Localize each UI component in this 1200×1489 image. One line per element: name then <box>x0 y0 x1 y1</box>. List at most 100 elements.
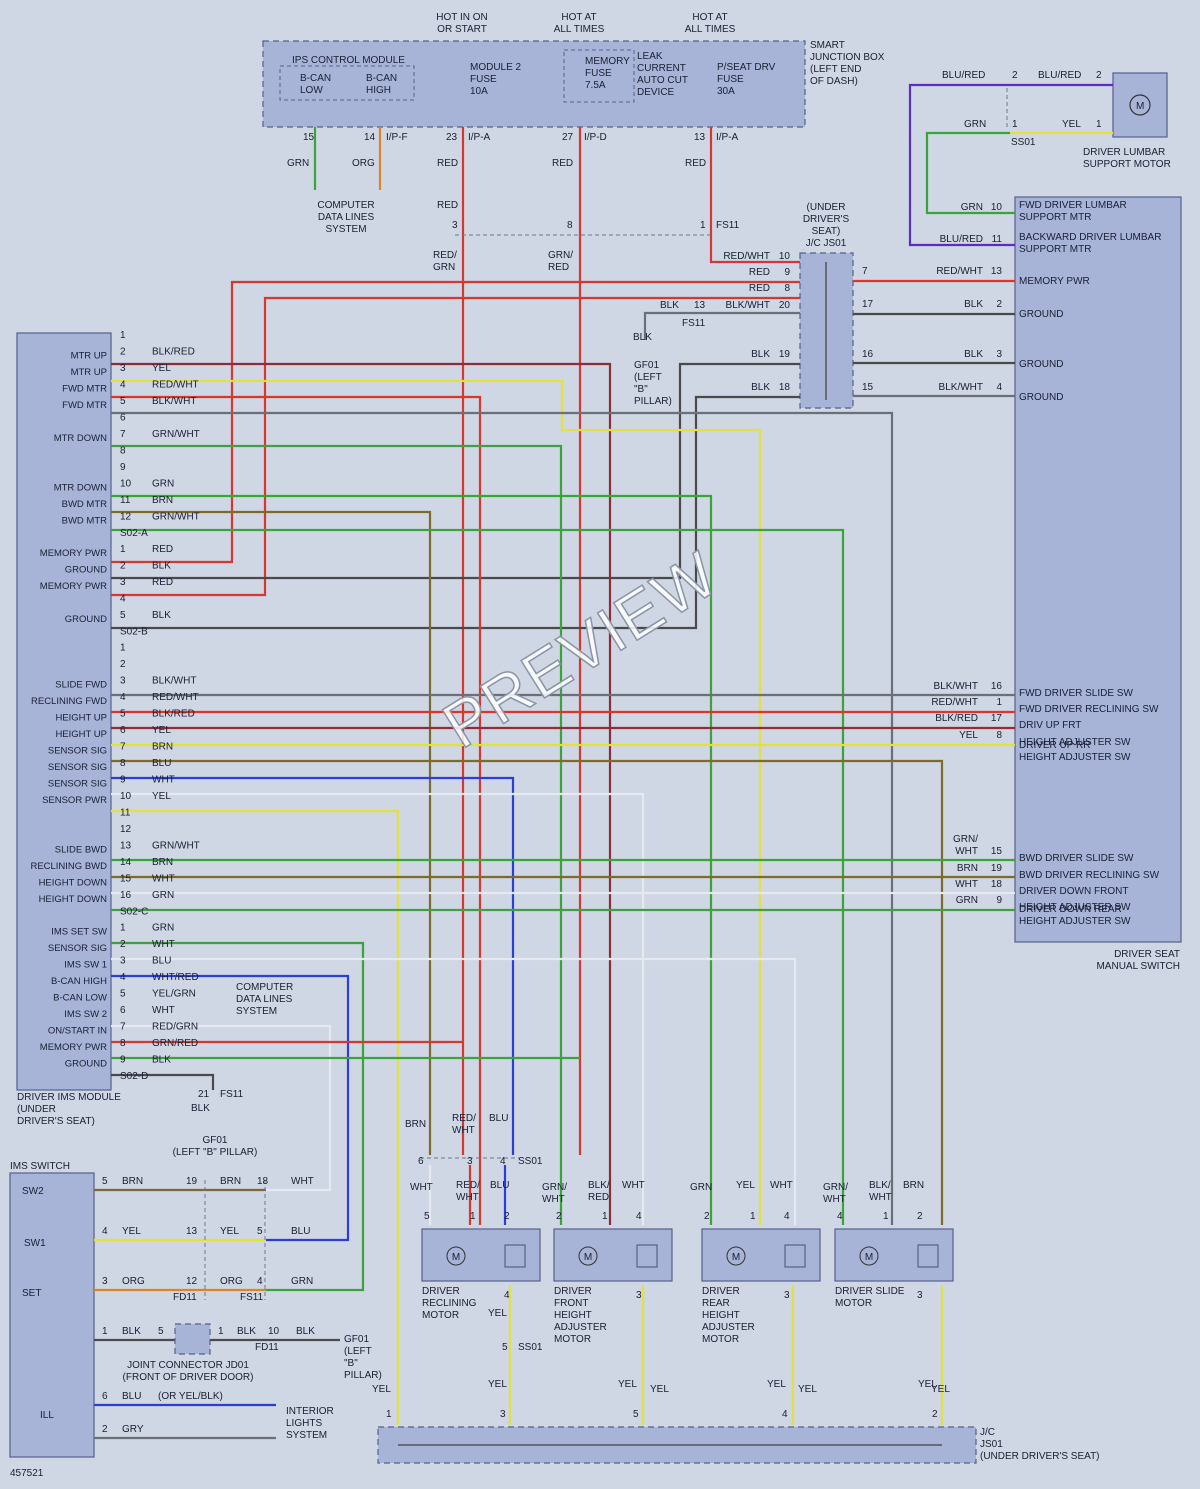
lumbar-motor-icon <box>1129 94 1151 116</box>
ims-sw-mwire-1: YEL <box>220 1226 239 1237</box>
ims-pin-2-14: 15 <box>120 874 132 885</box>
ims-wire-2-2: BLK/WHT <box>152 676 196 687</box>
ims-wire-3-7: GRN/RED <box>152 1038 198 1049</box>
ims-label-2-12: SLIDE BWD <box>55 845 107 856</box>
switch-mid-label-3: HEIGHT ADJUSTER SW <box>1019 737 1131 748</box>
js01-bottom-pin-4: 2 <box>932 1409 938 1420</box>
motor-pin-1-2: 4 <box>636 1211 642 1222</box>
switch-bot-label-1: BWD DRIVER RECLINING SW <box>1019 870 1160 881</box>
ims-pin-3-4: 5 <box>120 989 126 1000</box>
ims-pin-3-5: 6 <box>120 1005 126 1016</box>
switch-bot-label-0: BWD DRIVER SLIDE SW <box>1019 853 1134 864</box>
ims-sw-wire-0: BRN <box>122 1176 143 1187</box>
ims-pin-2-6: 7 <box>120 742 126 753</box>
ims-conn-s02-b: S02-B <box>120 627 148 638</box>
wire-label-grn-red: GRN/RED <box>548 250 573 273</box>
ims-sw-mpin-0: 19 <box>186 1176 198 1187</box>
wire-blk-ground-5 <box>111 395 800 630</box>
ims-label-3-5: IMS SW 2 <box>64 1009 107 1020</box>
ss01-lower-wire-2: BLU <box>489 1113 508 1124</box>
ims-wire-3-2: BLU <box>152 956 171 967</box>
wire-label-red-grn: RED/GRN <box>433 250 457 273</box>
ims-sw-fs11: FS11 <box>240 1292 264 1303</box>
gf01-label: GF01(LEFT"B"PILLAR) <box>634 360 672 407</box>
motor-pin-3-0: 4 <box>837 1211 843 1222</box>
lumbar-rpin-1: 1 <box>1096 119 1102 130</box>
ims-label-2-6: SENSOR SIG <box>48 746 107 757</box>
motor-relay-2 <box>784 1244 806 1268</box>
switch-mid-wire-3: YEL <box>959 730 978 741</box>
ims-wire-0-11: GRN/WHT <box>152 512 200 523</box>
ims-pin-3-8: 9 <box>120 1055 126 1066</box>
ims-blk-jpin2: 1 <box>218 1326 224 1337</box>
ims-pin-2-5: 6 <box>120 725 126 736</box>
ims-pin-3-0: 1 <box>120 923 126 934</box>
ims-wire-2-5: YEL <box>152 725 171 736</box>
ims-wire-3-6: RED/GRN <box>152 1022 198 1033</box>
js01-left-wire-2: RED <box>749 283 770 294</box>
pin-3-top: 3 <box>452 220 458 231</box>
ims-label-3-8: GROUND <box>65 1059 107 1070</box>
switch-bot-pin-0: 15 <box>991 846 1003 857</box>
lumbar-motor-m: M <box>1136 101 1144 112</box>
ims-wire-1-0: RED <box>152 544 173 555</box>
ims-blu-pin: 6 <box>102 1391 108 1402</box>
switch-mid-pin-3: 8 <box>996 730 1002 741</box>
wire-grn-d1 <box>111 941 365 1292</box>
lumbar-wire-right-0: BLU/RED <box>1038 70 1081 81</box>
wire-blk-ground-2 <box>111 362 800 580</box>
sjb-conn-23: I/P-A <box>468 132 491 143</box>
js01-left-pin-5: 18 <box>779 382 791 393</box>
ims-pin-0-5: 6 <box>120 413 126 424</box>
wire-grn-a10 <box>111 494 713 1225</box>
ims-sw-gf01: GF01(LEFT"B"PILLAR) <box>344 1334 382 1381</box>
ims-wire-3-8: BLK <box>152 1055 171 1066</box>
ims-sw-rpin-1: 5 <box>257 1226 263 1237</box>
motor-wire-0-2: BLU <box>490 1180 509 1191</box>
wire-redwht-a4 <box>111 395 482 1225</box>
js01-right-spin-3: 4 <box>996 382 1002 393</box>
ims-pin-2-13: 14 <box>120 857 132 868</box>
ims-blu-note: (OR YEL/BLK) <box>158 1391 223 1402</box>
set-label: SET <box>22 1288 41 1299</box>
ims-blk-pin3: 10 <box>268 1326 280 1337</box>
js01-left-pin-4: 19 <box>779 349 791 360</box>
ss01-lower-pin-1: 3 <box>467 1156 473 1167</box>
joint-connector-jd01 <box>174 1323 211 1355</box>
ims-ground-wire: BLK <box>191 1103 210 1114</box>
sjb-pin-15: 15 <box>303 132 315 143</box>
wire-label-grn-top: GRN <box>287 158 309 169</box>
ips-control-module-box <box>279 65 415 101</box>
motor-wire-3-2: BRN <box>903 1180 924 1191</box>
gf01-wire: BLK <box>633 332 652 343</box>
ims-wire-2-9: YEL <box>152 791 171 802</box>
switch-bot-wire-0: GRN/WHT <box>953 834 978 857</box>
ims-wire-2-6: BRN <box>152 742 173 753</box>
motor-icon-3 <box>859 1246 879 1266</box>
ims-pin-0-1: 2 <box>120 347 126 358</box>
wire-red-mempwr-1 <box>111 280 800 564</box>
switch-bot-wire-1: BRN <box>957 863 978 874</box>
ims-pin-3-6: 7 <box>120 1022 126 1033</box>
switch-label-ground-1: GROUND <box>1019 309 1063 320</box>
ims-wire-2-7: BLU <box>152 758 171 769</box>
js01-right-wire-1: BLK <box>964 299 983 310</box>
ims-sw-pin-0: 5 <box>102 1176 108 1187</box>
ims-wire-1-1: BLK <box>152 561 171 572</box>
js01-right-pin-1: 17 <box>862 299 874 310</box>
ims-label-1-2: MEMORY PWR <box>40 581 107 592</box>
pin-1-top: 1 <box>700 220 706 231</box>
motor-pin-2-2: 4 <box>784 1211 790 1222</box>
ims-pin-2-8: 9 <box>120 775 126 786</box>
sjb-conn-13: I/P-A <box>716 132 739 143</box>
motor-pin-2-0: 2 <box>704 1211 710 1222</box>
switch-bot-pin-2: 18 <box>991 879 1003 890</box>
motor-pin-1-0: 2 <box>556 1211 562 1222</box>
